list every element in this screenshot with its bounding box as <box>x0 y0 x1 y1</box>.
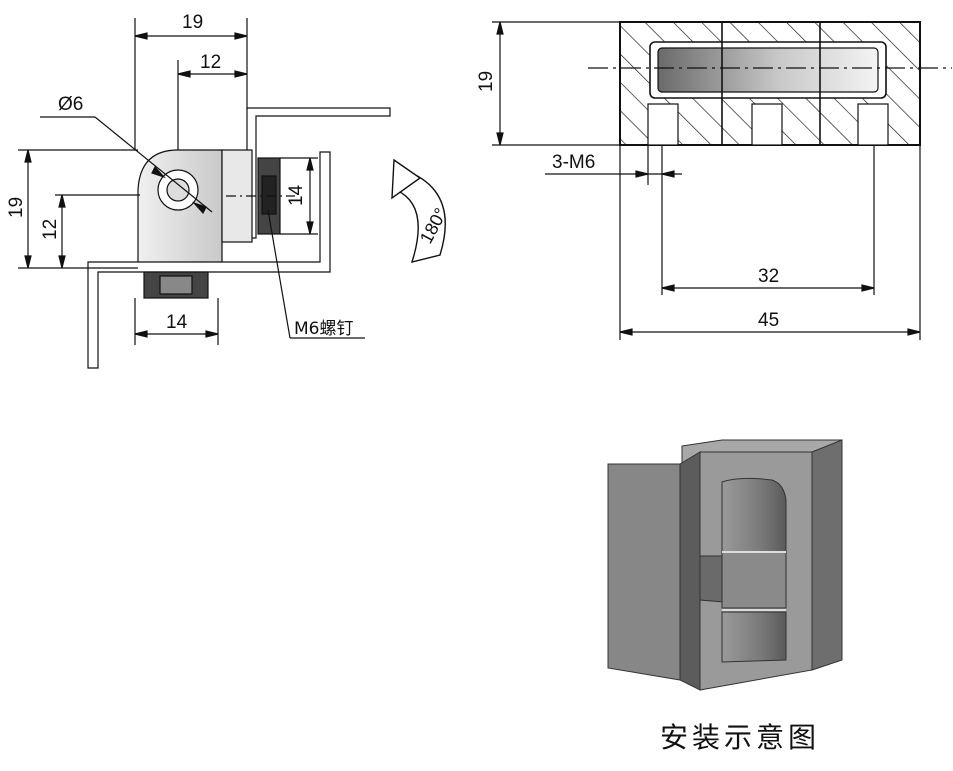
nut-bottom-face <box>159 275 193 295</box>
dim-label-diameter: Ø6 <box>58 94 83 115</box>
threaded-hole <box>751 103 783 146</box>
arrowhead <box>661 284 675 292</box>
dim-label-45: 45 <box>758 310 779 331</box>
arrowhead <box>907 328 921 336</box>
right-view <box>492 21 952 340</box>
arrowhead <box>177 70 191 78</box>
arrowhead <box>496 21 504 35</box>
section-slot <box>657 47 879 93</box>
lower-plate <box>87 151 331 369</box>
pin-inner <box>166 178 190 202</box>
arrowhead <box>58 194 66 208</box>
arrowhead <box>234 32 248 40</box>
knuckle-middle <box>721 551 787 609</box>
screw-label: M6螺钉 <box>294 319 353 339</box>
arrowhead <box>58 255 66 269</box>
threaded-hole <box>647 103 679 146</box>
arrowhead <box>192 201 207 215</box>
arrowhead <box>151 165 166 179</box>
arrowhead <box>306 221 314 235</box>
arrowhead <box>134 32 148 40</box>
hole-label: 3-M6 <box>552 152 595 173</box>
dim-label-top-19: 19 <box>182 12 203 33</box>
rotation-arrowhead-icon <box>391 158 422 200</box>
dim-label-left-19: 19 <box>6 197 27 218</box>
dim-label-top-12: 12 <box>200 52 221 73</box>
dim-label-left-12: 12 <box>40 219 61 240</box>
arrowhead <box>635 170 649 178</box>
knuckle-bottom <box>721 611 787 663</box>
upper-plate <box>246 107 391 239</box>
arrowhead <box>619 328 633 336</box>
left-view <box>18 18 446 369</box>
dim-label-nut-14: 14 <box>286 184 307 206</box>
arrowhead <box>661 170 675 178</box>
arrowhead <box>24 149 32 163</box>
arrowhead <box>205 330 219 338</box>
leaf-left <box>607 463 681 681</box>
arrowhead <box>306 157 314 171</box>
knuckle-top <box>721 477 787 553</box>
arrowhead <box>234 70 248 78</box>
arrowhead <box>134 330 148 338</box>
leaf-left-lip <box>679 451 701 691</box>
channel-right-wall <box>811 439 843 671</box>
arrowhead <box>861 284 875 292</box>
caption: 安装示意图 <box>659 721 820 754</box>
arrowhead <box>24 255 32 269</box>
arrowhead <box>496 132 504 146</box>
rotation-arrow <box>395 169 446 263</box>
dim-label-bottom-14: 14 <box>166 312 188 333</box>
screw-leader <box>267 209 291 339</box>
nut-right-face <box>261 175 277 215</box>
threaded-hole <box>857 103 889 146</box>
hinge-illustration <box>607 439 843 691</box>
dim-label-32: 32 <box>758 266 779 287</box>
diameter-leader <box>94 116 213 213</box>
dim-label-right-19: 19 <box>476 71 497 92</box>
